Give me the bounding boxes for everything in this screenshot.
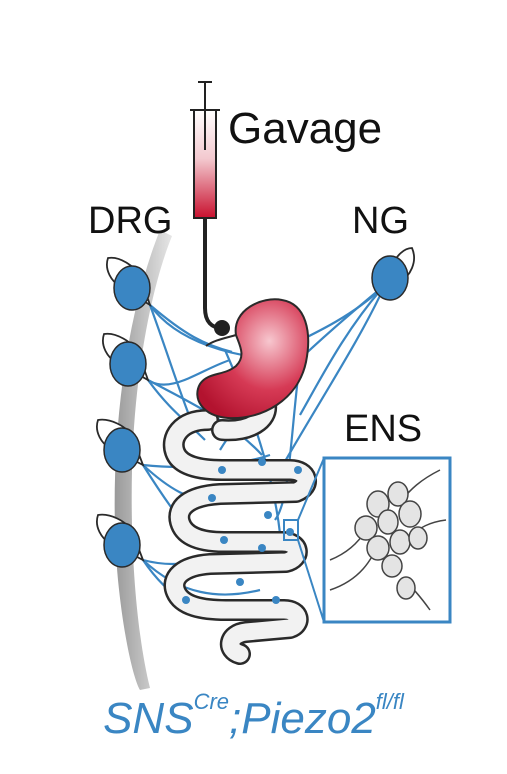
intestine-icon xyxy=(162,372,317,665)
neuron-icon xyxy=(371,247,415,301)
genotype-sup-flfl: fl/fl xyxy=(375,689,404,714)
ens-label: ENS xyxy=(344,408,423,450)
drg-label: DRG xyxy=(88,200,173,242)
genotype-separator: ; xyxy=(229,694,242,743)
genotype-base-piezo2: Piezo2 xyxy=(241,694,376,743)
ens-inset-icon xyxy=(283,456,452,624)
genotype-sup-cre: Cre xyxy=(193,689,230,714)
drg-neurons xyxy=(96,256,152,568)
ens-ganglia xyxy=(182,458,302,604)
syringe-icon xyxy=(190,81,230,336)
neuron-icon xyxy=(96,513,145,568)
genotype-label: SNSCre;Piezo2fl/fl xyxy=(0,691,507,744)
genotype-base-sns: SNS xyxy=(103,694,194,743)
stomach-icon xyxy=(196,298,310,420)
gavage-label: Gavage xyxy=(228,104,383,153)
neuron-icon xyxy=(106,256,152,311)
ng-label: NG xyxy=(352,200,409,242)
neuron-icon xyxy=(96,418,145,473)
neuron-icon xyxy=(102,332,150,387)
